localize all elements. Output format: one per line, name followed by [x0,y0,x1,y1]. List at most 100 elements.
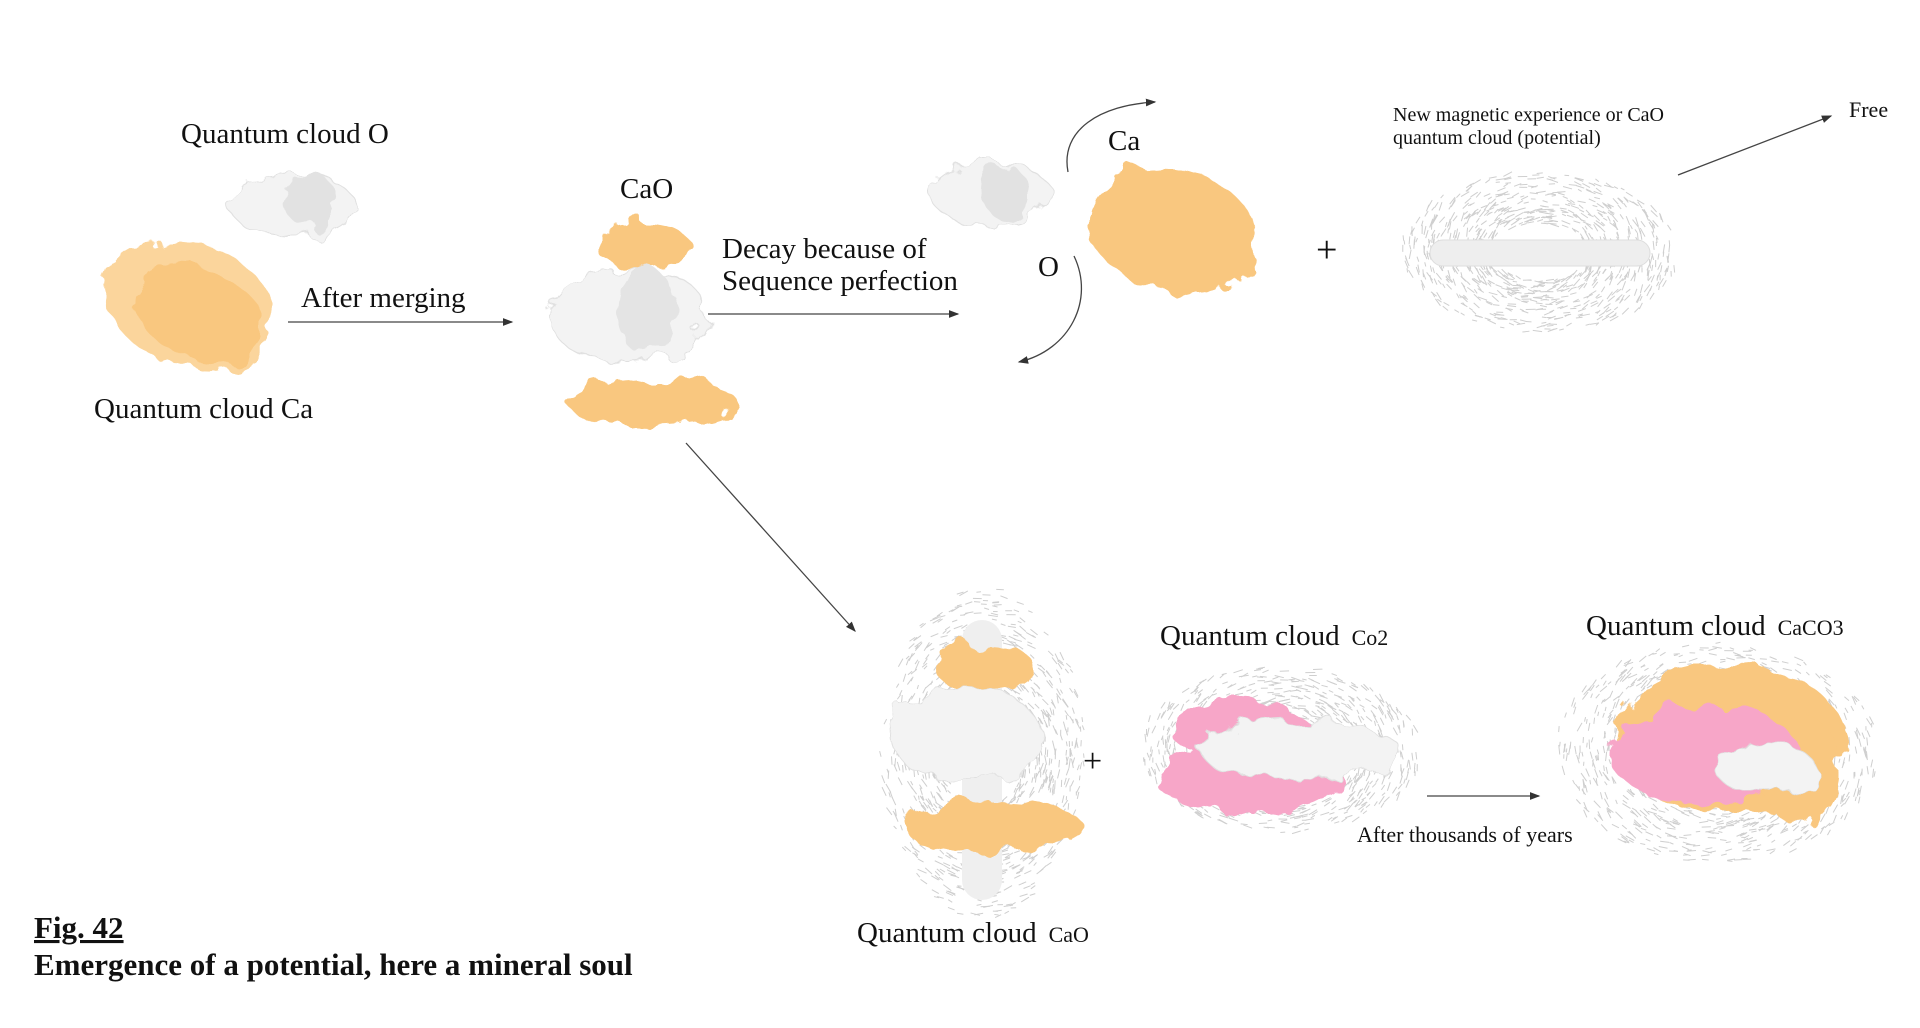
field-line [1653,241,1654,250]
field-line [1660,841,1669,842]
field-line [1547,179,1553,181]
field-line [1616,800,1618,804]
field-line [1733,653,1741,656]
field-line [1565,204,1570,206]
field-line [1331,806,1336,810]
field-line [1721,816,1727,817]
field-line [1641,221,1645,227]
field-line [1435,202,1439,207]
field-line [1278,696,1285,697]
field-line [1241,824,1248,825]
field-line [1463,203,1469,209]
field-line [1020,626,1026,632]
field-line [1669,240,1670,245]
field-line [1473,180,1481,185]
field-line [1605,782,1608,785]
field-line [1648,797,1656,801]
field-line [1425,211,1428,216]
field-line [1286,704,1292,706]
field-line [1524,202,1529,203]
field-line [1298,687,1308,689]
field-line [1612,824,1619,827]
field-line [923,687,926,693]
field-line [1238,687,1247,690]
field-line [1613,198,1618,204]
field-line [915,660,918,664]
field-line [1548,223,1557,224]
field-line [1603,269,1607,274]
calcium-cloud-decayed [1073,148,1271,312]
field-line [1493,305,1500,306]
field-line [1522,311,1529,313]
field-line [1521,223,1527,225]
field-line [1582,752,1583,757]
field-line [1816,674,1821,679]
field-line [1005,911,1009,913]
field-line [1650,293,1654,300]
field-line [1392,787,1396,794]
field-line [1536,303,1543,304]
field-line [1561,296,1568,297]
field-line [906,656,909,659]
field-line [1246,689,1251,691]
field-line [991,613,998,615]
field-line [1334,822,1339,824]
field-line [1669,245,1670,252]
field-line [1608,216,1611,221]
field-line [932,890,939,894]
field-line [948,790,951,793]
field-line [1590,752,1592,759]
field-line [1032,692,1034,697]
field-line [949,855,957,859]
field-line [1407,760,1409,768]
field-line [1559,726,1560,732]
field-line [1585,785,1587,792]
field-line [1562,214,1566,216]
field-line [1621,703,1624,709]
field-line [1445,222,1447,227]
field-line [1465,198,1471,204]
field-line [957,886,961,887]
field-line [1590,780,1591,784]
field-line [1043,770,1044,775]
field-line [1730,648,1734,650]
field-line [1384,797,1390,802]
field-line [1541,223,1548,224]
field-line [1262,670,1268,673]
cao-cloud [548,223,737,426]
field-line [1518,208,1526,210]
field-line [1751,831,1756,832]
field-line [1515,298,1521,301]
field-line [1066,663,1070,667]
label-decay-line2: Sequence perfection [722,265,958,297]
field-line [1679,837,1687,838]
field-line [1567,215,1573,217]
field-line [1605,792,1608,799]
field-line [1150,754,1151,761]
field-line [1008,626,1016,627]
field-line [1618,692,1623,698]
field-line [1481,221,1487,225]
field-line [1048,651,1053,656]
field-line [1288,679,1295,680]
field-line [910,807,913,811]
field-line [1496,274,1503,278]
field-line [1163,737,1164,745]
field-line [1844,812,1847,820]
field-line [1597,203,1604,207]
field-line [1484,233,1487,238]
field-line [1584,300,1590,304]
field-line [1841,803,1844,806]
field-line [1449,205,1452,209]
field-line [1610,691,1613,698]
field-line [948,907,955,910]
field-line [1586,719,1587,724]
field-line [1547,325,1553,326]
field-line [1641,828,1646,830]
field-line [1014,610,1019,612]
field-line [1505,183,1511,184]
field-line [1544,311,1553,315]
field-line [1599,770,1602,776]
label-cao: CaO [620,173,673,205]
